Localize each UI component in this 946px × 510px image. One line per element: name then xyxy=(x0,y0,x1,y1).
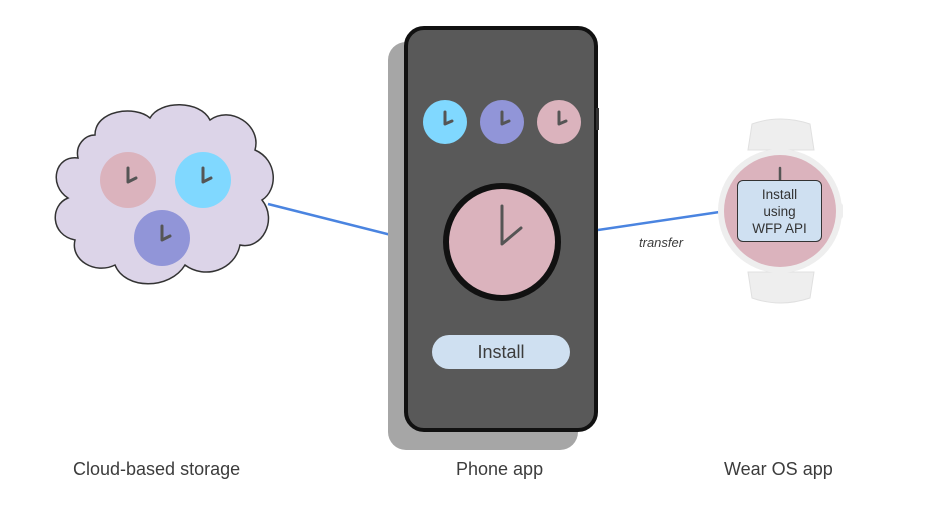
cloud-clock-pink xyxy=(100,152,156,208)
watch-box-line-3: WFP API xyxy=(752,220,807,236)
cloud-storage-caption: Cloud-based storage xyxy=(73,459,241,479)
wear-os-app-caption: Wear OS app xyxy=(724,459,833,479)
transfer-label: transfer xyxy=(639,235,684,250)
watch-band-top xyxy=(747,118,815,151)
install-button[interactable]: Install xyxy=(432,335,570,369)
cloud-shape xyxy=(54,104,274,285)
watch-install-box: Install using WFP API xyxy=(737,180,822,242)
watch-box-line-1: Install xyxy=(761,186,798,202)
watch-box-line-2: using xyxy=(763,203,796,219)
watch-band-bottom xyxy=(747,271,815,304)
phone-device xyxy=(388,26,599,450)
cloud-clock-cyan xyxy=(175,152,231,208)
arrow-phone-to-watch xyxy=(597,204,736,232)
phone-clock-cyan xyxy=(423,100,467,144)
phone-side-button xyxy=(596,108,599,130)
phone-main-clock xyxy=(443,183,561,301)
arrow-cloud-to-phone xyxy=(267,202,406,243)
phone-clock-indigo xyxy=(480,100,524,144)
cloud-clock-indigo xyxy=(134,210,190,266)
phone-app-caption: Phone app xyxy=(456,459,544,479)
phone-clock-pink xyxy=(537,100,581,144)
cloud-storage xyxy=(54,104,274,285)
